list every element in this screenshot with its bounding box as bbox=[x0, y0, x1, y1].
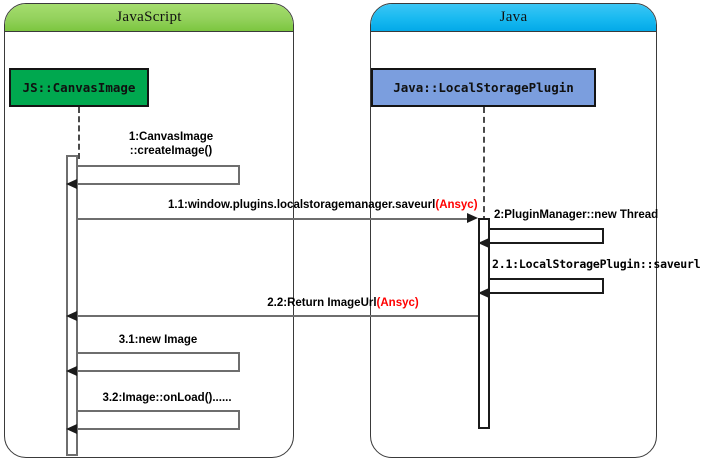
message-3-1-line-back bbox=[78, 370, 240, 372]
message-1-1-line bbox=[78, 218, 467, 220]
message-label-3-1-text: 3.1:new Image bbox=[118, 334, 198, 346]
message-label-2-2-async-tag: (Ansyc) bbox=[376, 297, 419, 309]
message-3-1-line-out bbox=[78, 352, 240, 354]
frame-javascript-header: JavaScript bbox=[5, 4, 293, 32]
message-label-1: 1:CanvasImage ::createImage() bbox=[129, 130, 213, 158]
message-label-1-line1: 1:CanvasImage bbox=[128, 131, 214, 143]
message-label-2: 2:PluginManager::new Thread bbox=[494, 208, 658, 222]
message-2-arrowhead bbox=[478, 238, 489, 248]
message-3-2-line-down bbox=[238, 410, 240, 428]
message-2-2-line bbox=[78, 315, 478, 317]
message-label-2-1: 2.1:LocalStoragePlugin::saveurl bbox=[492, 257, 701, 271]
message-3-1-arrowhead bbox=[66, 366, 77, 376]
message-2-line-back bbox=[490, 242, 604, 244]
message-label-2-2: 2.2:Return ImageUrl(Ansyc) bbox=[267, 296, 418, 310]
message-3-2-arrowhead bbox=[66, 424, 77, 434]
lifeline-dash-java bbox=[483, 107, 485, 222]
message-label-2-1-text: 2.1:LocalStoragePlugin::saveurl bbox=[492, 257, 701, 271]
lifeline-js-canvasimage[interactable]: JS::CanvasImage bbox=[9, 68, 149, 107]
message-label-2-text: 2:PluginManager::new Thread bbox=[494, 209, 659, 221]
message-2-line-down bbox=[602, 228, 604, 242]
frame-java-label: Java bbox=[499, 9, 528, 25]
lifeline-java-localstorageplugin-label: Java::LocalStoragePlugin bbox=[393, 80, 574, 95]
lifeline-js-canvasimage-label: JS::CanvasImage bbox=[22, 80, 136, 95]
message-1-arrowhead bbox=[66, 179, 77, 189]
message-3-1-line-down bbox=[238, 352, 240, 370]
message-1-line-out bbox=[78, 165, 240, 167]
message-2-2-arrowhead bbox=[66, 311, 77, 321]
message-label-1-1: 1.1:window.plugins.localstoragemanager.s… bbox=[168, 198, 478, 212]
message-label-1-1-text: 1.1:window.plugins.localstoragemanager.s… bbox=[168, 199, 436, 211]
message-2-1-line-back bbox=[490, 292, 604, 294]
message-label-3-2: 3.2:Image::onLoad()...... bbox=[102, 391, 231, 405]
message-1-line-down bbox=[238, 165, 240, 183]
message-label-1-1-async-tag: (Ansyc) bbox=[435, 199, 478, 211]
message-label-3-2-text: 3.2:Image::onLoad()...... bbox=[102, 392, 232, 404]
frame-java-header: Java bbox=[371, 4, 656, 32]
frame-javascript-label: JavaScript bbox=[116, 9, 182, 25]
message-3-2-line-out bbox=[78, 410, 240, 412]
lifeline-java-localstorageplugin[interactable]: Java::LocalStoragePlugin bbox=[371, 68, 596, 107]
message-2-1-arrowhead bbox=[478, 288, 489, 298]
lifeline-dash-js bbox=[78, 107, 80, 159]
message-2-1-line-out bbox=[490, 278, 604, 280]
message-2-1-line-down bbox=[602, 278, 604, 292]
frame-java: Java bbox=[370, 3, 657, 458]
message-label-1-line2: ::createImage() bbox=[129, 145, 213, 157]
message-1-line-back bbox=[78, 183, 240, 185]
activation-java-localstorageplugin bbox=[478, 218, 490, 429]
message-2-line-out bbox=[490, 228, 604, 230]
message-label-2-2-text: 2.2:Return ImageUrl bbox=[267, 297, 377, 309]
message-label-3-1: 3.1:new Image bbox=[119, 333, 198, 347]
message-1-1-arrowhead bbox=[467, 213, 478, 223]
message-3-2-line-back bbox=[78, 428, 240, 430]
activation-js-canvasimage bbox=[66, 155, 78, 456]
